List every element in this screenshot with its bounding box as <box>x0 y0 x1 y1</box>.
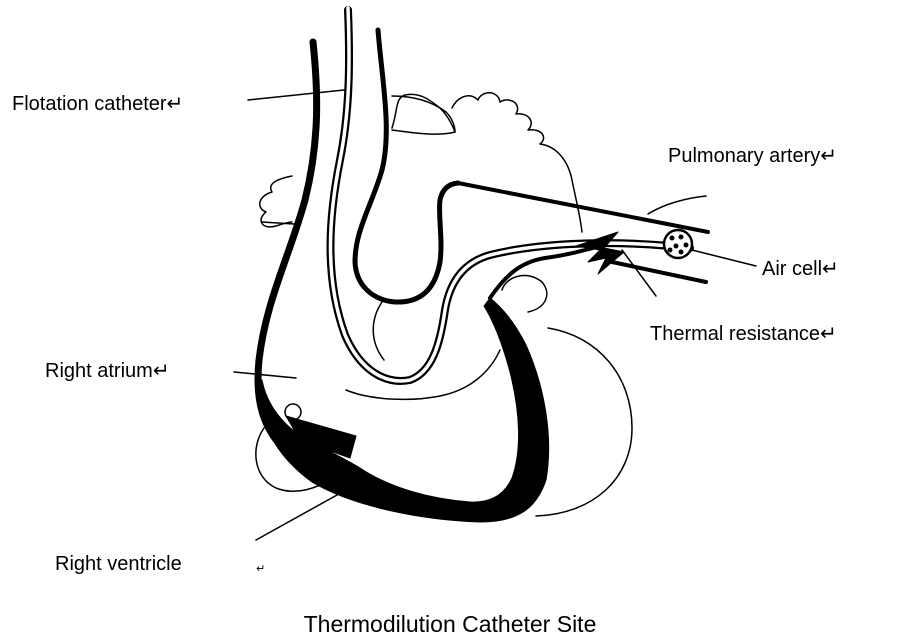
air-cell-dot <box>684 243 689 248</box>
air-cell-dot <box>670 236 675 241</box>
air-cell-balloon <box>664 230 692 258</box>
diagram-caption: Thermodilution Catheter Site <box>304 611 597 637</box>
label-right-atrium: Right atrium↵ <box>45 360 170 382</box>
label-right-ventricle: Right ventricle <box>55 553 182 575</box>
label-flotation-catheter: Flotation catheter↵ <box>12 93 183 115</box>
air-cell-dot <box>668 248 673 253</box>
label-pulmonary-artery: Pulmonary artery↵ <box>668 145 837 167</box>
air-cell-dot <box>679 235 684 240</box>
air-cell-dot <box>679 250 684 255</box>
label-right-ventricle-mark: ↵ <box>256 562 265 575</box>
label-air-cell: Air cell↵ <box>762 258 839 280</box>
air-cell-dot <box>674 244 679 249</box>
label-thermal-resistance: Thermal resistance↵ <box>650 323 837 345</box>
